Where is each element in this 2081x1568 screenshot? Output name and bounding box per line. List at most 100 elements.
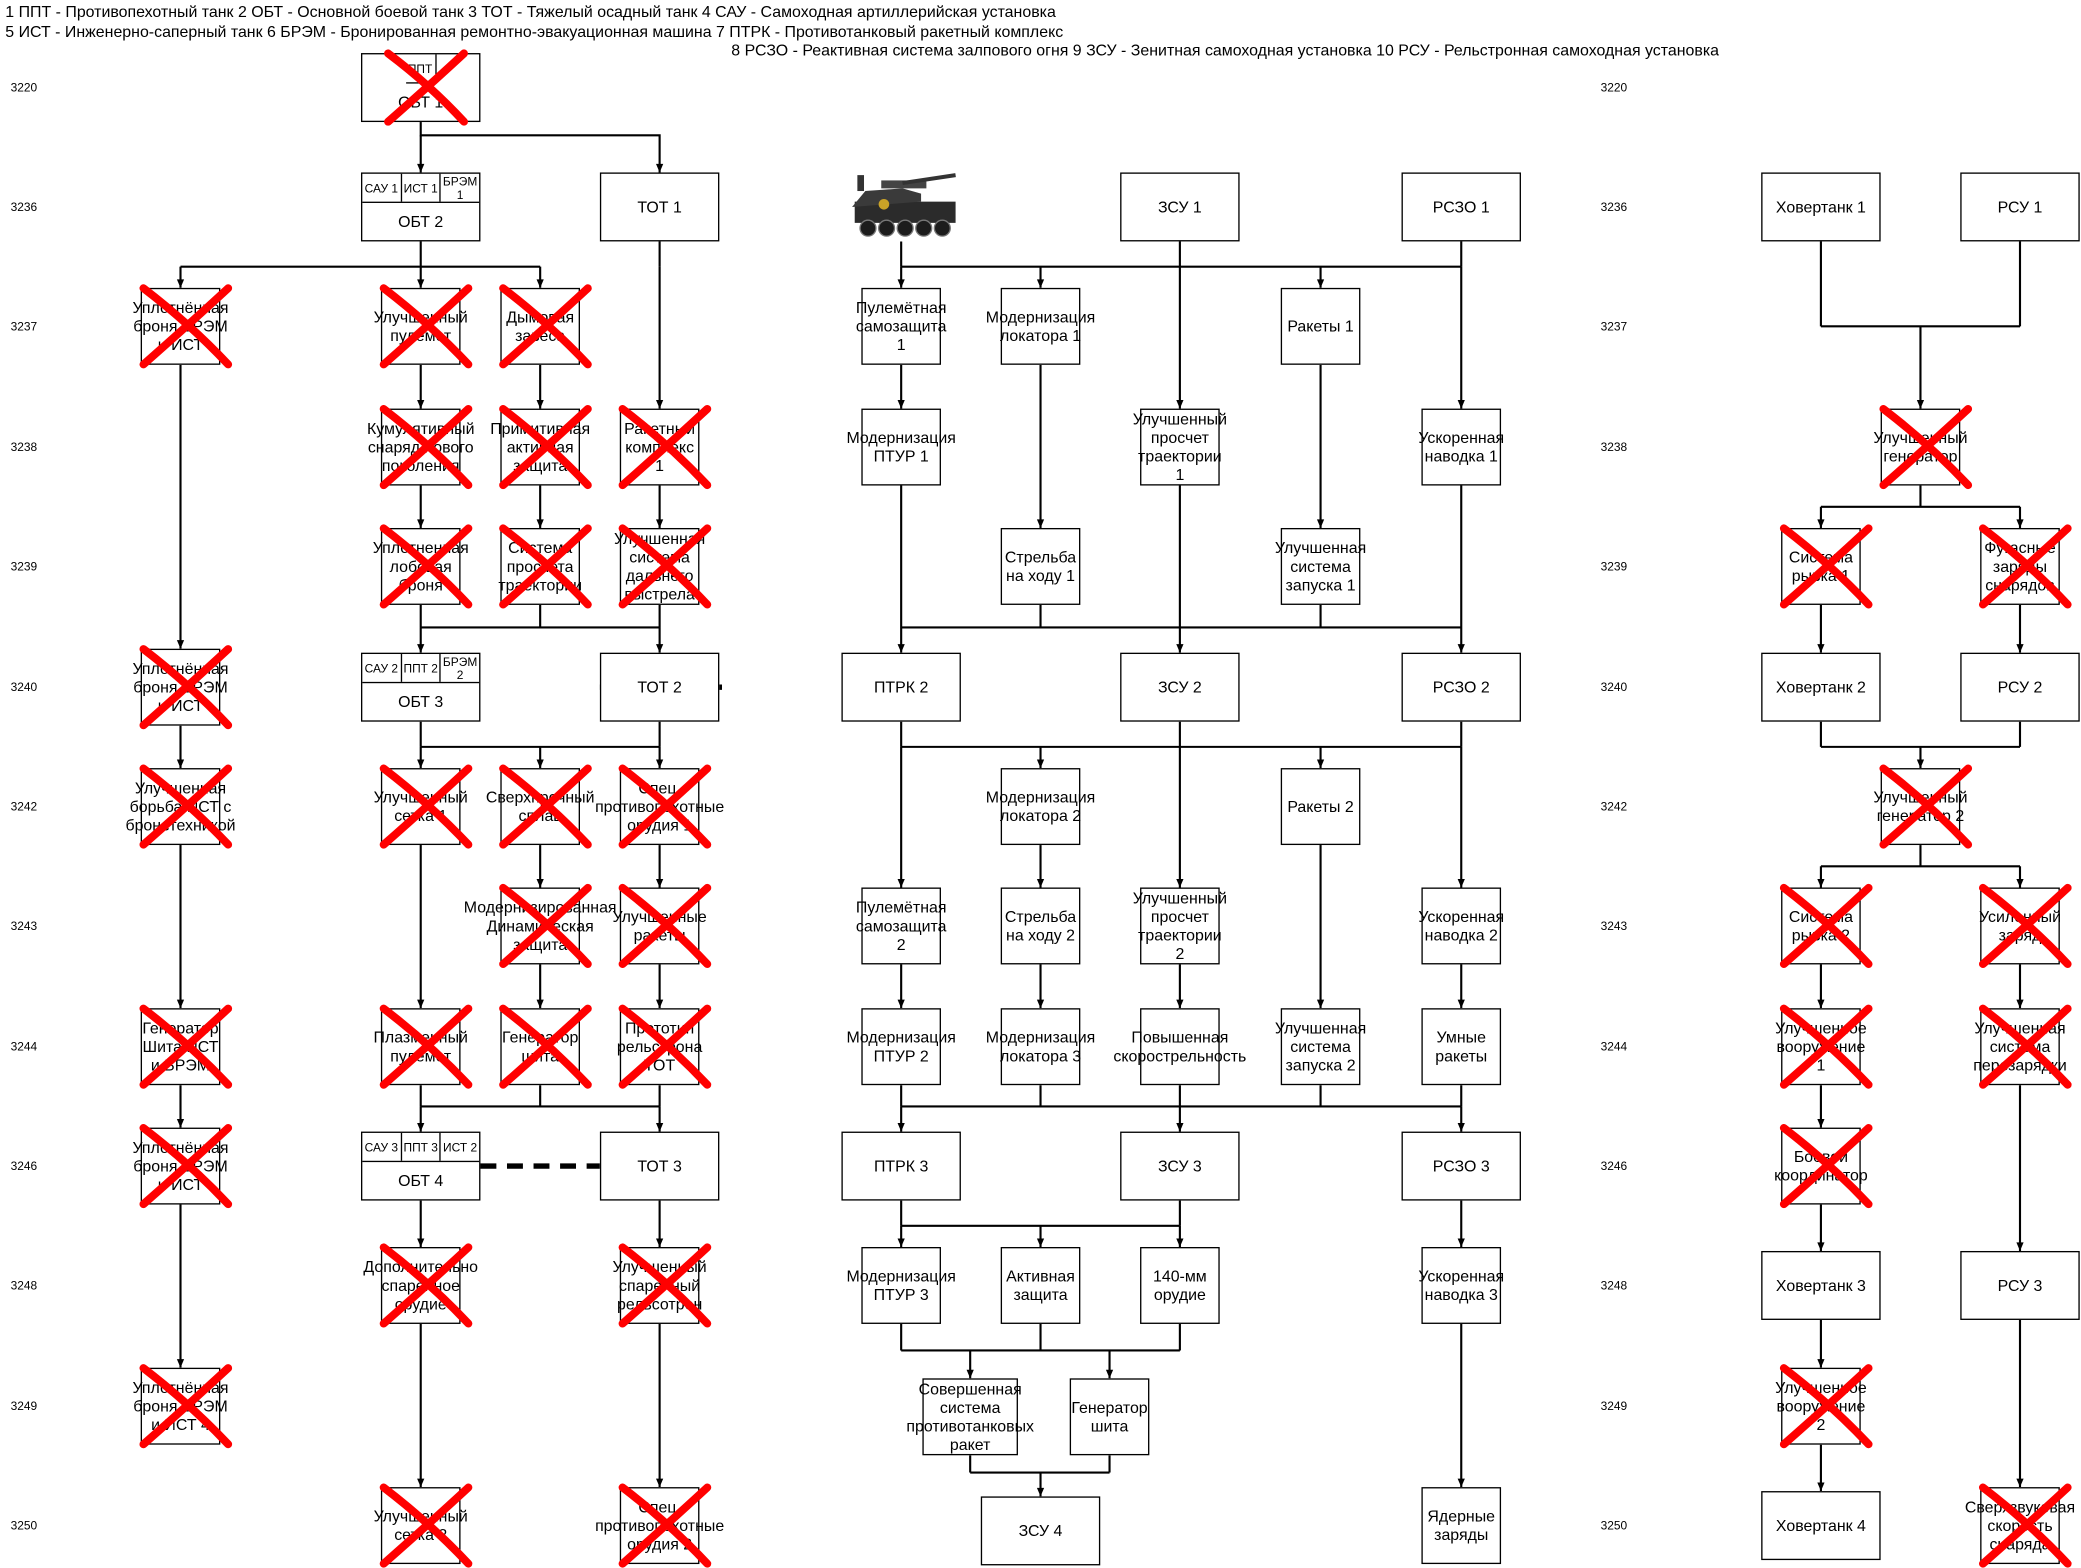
tech-node-uplPerez[interactable]: Улучшенная система перезарядки bbox=[1973, 1008, 2067, 1086]
tech-node-modPtur1[interactable]: Модернизация ПТУР 1 bbox=[846, 408, 956, 486]
tech-node-plazPul[interactable]: Плазменный пулемет bbox=[373, 1008, 468, 1086]
tech-node-modPtur3[interactable]: Модернизация ПТУР 3 bbox=[846, 1247, 956, 1324]
node-label: Прототип рельстрона ТОТ bbox=[616, 1018, 703, 1075]
node-label: Ракеты 1 bbox=[1287, 317, 1354, 336]
tech-node-hov1[interactable]: Ховертанк 1 bbox=[1761, 172, 1881, 242]
tech-node-uplSparRels[interactable]: Улучшенный спаренный рельсотрон bbox=[613, 1247, 707, 1324]
tech-node-pulSam1[interactable]: Пулемётная самозащита 1 bbox=[856, 287, 946, 365]
tech-node-rsu1[interactable]: РСУ 1 bbox=[1960, 172, 2080, 242]
tech-node-genShit[interactable]: Генератор шита bbox=[500, 1008, 580, 1086]
tech-node-modLok1[interactable]: Модернизация локатора 1 bbox=[986, 287, 1095, 365]
tech-node-uplZap1[interactable]: Улучшенная система запуска 1 bbox=[1275, 527, 1366, 605]
tech-node-uplSet1[interactable]: Улучшенный сетка 1 bbox=[374, 768, 468, 846]
tech-node-uplBrem3[interactable]: Уплотнённая броня БРЭМ и ИСТ bbox=[132, 1127, 229, 1205]
tech-node-uplBremIst[interactable]: Уплотнённая броня БРЭМ и ИСТ bbox=[132, 287, 229, 365]
node-label: Кумулятивный снаряд нового поколения bbox=[366, 419, 475, 475]
tech-node-uplPros1[interactable]: Улучшенный просчет траектории 1 bbox=[1133, 408, 1227, 486]
node-label: Дымовая завеса bbox=[506, 307, 575, 345]
tech-node-modDin[interactable]: Модернизированная Динамическая защита bbox=[464, 887, 617, 965]
tech-node-uplSet2[interactable]: Улучшенный сетка 2 bbox=[374, 1487, 468, 1565]
tech-node-orud140[interactable]: 140-мм орудие bbox=[1140, 1247, 1220, 1324]
tech-node-uskNav1[interactable]: Ускоренная наводка 1 bbox=[1418, 408, 1504, 486]
tech-node-hov3[interactable]: Ховертанк 3 bbox=[1761, 1250, 1881, 1320]
tech-node-specProtiv2[interactable]: Спец. противопехотные орудия 2 bbox=[595, 1487, 724, 1565]
tech-node-uskNav3[interactable]: Ускоренная наводка 3 bbox=[1418, 1247, 1504, 1324]
tech-node-dym[interactable]: Дымовая завеса bbox=[500, 287, 580, 365]
tech-node-rszo3[interactable]: РСЗО 3 bbox=[1401, 1131, 1521, 1201]
arrowhead bbox=[897, 1123, 905, 1132]
tech-node-hov4[interactable]: Ховертанк 4 bbox=[1761, 1491, 1881, 1561]
tech-node-kum[interactable]: Кумулятивный снаряд нового поколения bbox=[367, 408, 474, 486]
tech-node-dopSpar[interactable]: Дополнительно спаренное орудие bbox=[363, 1247, 478, 1324]
tech-node-usilZar[interactable]: Усиленный заряд bbox=[1979, 887, 2061, 965]
tech-node-uplVoor2[interactable]: Улучшенное вооружение 2 bbox=[1775, 1367, 1867, 1445]
tech-node-sistRyv2[interactable]: Система рывка 2 bbox=[1781, 887, 1861, 965]
tech-node-specProtiv1[interactable]: Спец. противопехотные орудия 1 bbox=[595, 768, 724, 846]
tech-node-genShit2[interactable]: Генератор шита bbox=[1069, 1378, 1150, 1456]
tech-node-umnRak[interactable]: Умные ракеты bbox=[1421, 1008, 1502, 1086]
tech-node-uplPulemet[interactable]: Улучшенный пулемет bbox=[374, 287, 468, 365]
tech-node-tot1[interactable]: ТОТ 1 bbox=[599, 172, 720, 242]
tech-node-fugas[interactable]: Фугасные заряды снарядов bbox=[1980, 527, 2060, 605]
tech-node-modLok3[interactable]: Модернизация локатора 3 bbox=[986, 1008, 1095, 1086]
tech-node-uplDalnVyst[interactable]: Улучшенная система дальнего выстрела bbox=[614, 527, 705, 605]
tech-node-ptrk3[interactable]: ПТРК 3 bbox=[841, 1131, 961, 1201]
tech-node-raket1[interactable]: Ракеты 1 bbox=[1280, 287, 1361, 365]
tech-node-sistRyv1[interactable]: Система рывка 1 bbox=[1781, 527, 1861, 605]
tech-node-uplVoor1[interactable]: Улучшенное вооружение 1 bbox=[1775, 1008, 1867, 1086]
tech-node-rsu2[interactable]: РСУ 2 bbox=[1960, 652, 2080, 722]
node-label: Модернизация локатора 1 bbox=[985, 307, 1096, 345]
year-label-3244-left: 3244 bbox=[10, 1040, 38, 1054]
tech-node-zsu3[interactable]: ЗСУ 3 bbox=[1120, 1131, 1240, 1201]
tech-node-boevKoord[interactable]: Боевой координатор bbox=[1774, 1127, 1868, 1205]
tech-node-protRels[interactable]: Прототип рельстрона ТОТ bbox=[616, 1008, 703, 1086]
tech-node-sverhProch[interactable]: Сверхпрочный сплав bbox=[486, 768, 595, 846]
tech-node-uplGen[interactable]: Улучшенный генератор bbox=[1873, 408, 1968, 486]
arrowhead bbox=[1176, 644, 1184, 653]
tech-node-rszo2[interactable]: РСЗО 2 bbox=[1401, 652, 1521, 722]
arrowhead bbox=[1916, 759, 1925, 769]
tech-node-uplPros2[interactable]: Улучшенный просчет траектории 2 bbox=[1133, 887, 1227, 965]
tech-node-uskNav2[interactable]: Ускоренная наводка 2 bbox=[1418, 887, 1504, 965]
tech-node-uplGen2[interactable]: Улучшенный генератор 2 bbox=[1873, 768, 1968, 846]
tech-node-hov2[interactable]: Ховертанк 2 bbox=[1761, 652, 1881, 722]
tech-node-primAkt[interactable]: Примитивная активная защита bbox=[490, 408, 590, 486]
tech-node-povSkor[interactable]: Повышенная скорострельность bbox=[1113, 1008, 1246, 1086]
tech-node-zsu1[interactable]: ЗСУ 1 bbox=[1120, 172, 1240, 242]
tech-node-rsu3[interactable]: РСУ 3 bbox=[1960, 1250, 2080, 1320]
tech-node-raketKomp1[interactable]: Ракетный комплекс 1 bbox=[619, 408, 700, 486]
tech-node-raket2[interactable]: Ракеты 2 bbox=[1280, 768, 1361, 846]
tech-node-zsu4[interactable]: ЗСУ 4 bbox=[980, 1496, 1101, 1566]
tech-node-aktZash[interactable]: Активная защита bbox=[1000, 1247, 1081, 1324]
tech-node-uplLob[interactable]: Уплотненная лобовая броня bbox=[373, 527, 469, 605]
tech-node-uplRaket[interactable]: Улучшенные ракеты bbox=[613, 887, 707, 965]
tech-node-ptrk1[interactable] bbox=[841, 172, 961, 242]
tech-node-zsu2[interactable]: ЗСУ 2 bbox=[1120, 652, 1240, 722]
node-label: ТОТ 3 bbox=[637, 1156, 682, 1176]
tech-node-uplBrem2[interactable]: Уплотнённая броня БРЭМ и ИСТ bbox=[132, 648, 229, 726]
tech-node-pulSam2[interactable]: Пулемётная самозащита 2 bbox=[856, 887, 946, 965]
tech-node-tot3[interactable]: ТОТ 3 bbox=[599, 1131, 720, 1201]
tech-node-modPtur2[interactable]: Модернизация ПТУР 2 bbox=[846, 1008, 956, 1086]
tech-node-soversh[interactable]: Совершенная система противотанковых раке… bbox=[906, 1378, 1034, 1456]
tech-node-yadZar[interactable]: Ядерные заряды bbox=[1421, 1487, 1502, 1565]
node-label: Система рывка 2 bbox=[1788, 907, 1853, 945]
tech-node-rszo1[interactable]: РСЗО 1 bbox=[1401, 172, 1521, 242]
tech-node-uplZap2[interactable]: Улучшенная система запуска 2 bbox=[1275, 1008, 1366, 1086]
tech-node-sverhZvuk[interactable]: Сверхзвуковая скорость снаряда bbox=[1965, 1487, 2075, 1565]
tech-node-modLok2[interactable]: Модернизация локатора 2 bbox=[986, 768, 1095, 846]
tech-node-uplBrem4[interactable]: Уплотнённая броня БРЭМ и ИСТ 4 bbox=[132, 1367, 229, 1445]
tech-node-strHod1[interactable]: Стрельба на ходу 1 bbox=[1000, 527, 1081, 605]
tech-node-sistPrisch[interactable]: Система просчета траектории bbox=[498, 527, 582, 605]
tech-node-strHod2[interactable]: Стрельба на ходу 2 bbox=[1000, 887, 1081, 965]
year-label-3248-right: 3248 bbox=[1600, 1278, 1628, 1293]
arrowhead bbox=[1916, 400, 1925, 409]
tech-node-genShitIst[interactable]: Генератор Шита ИСТ и БРЭМ bbox=[140, 1008, 221, 1086]
tech-node-uplBorba[interactable]: Улучшенная борьба ИСТ с бронетехникой bbox=[125, 768, 236, 846]
tech-node-tot2[interactable]: ТОТ 2 bbox=[599, 652, 720, 722]
tech-node-ptrk2[interactable]: ПТРК 2 bbox=[841, 652, 961, 722]
